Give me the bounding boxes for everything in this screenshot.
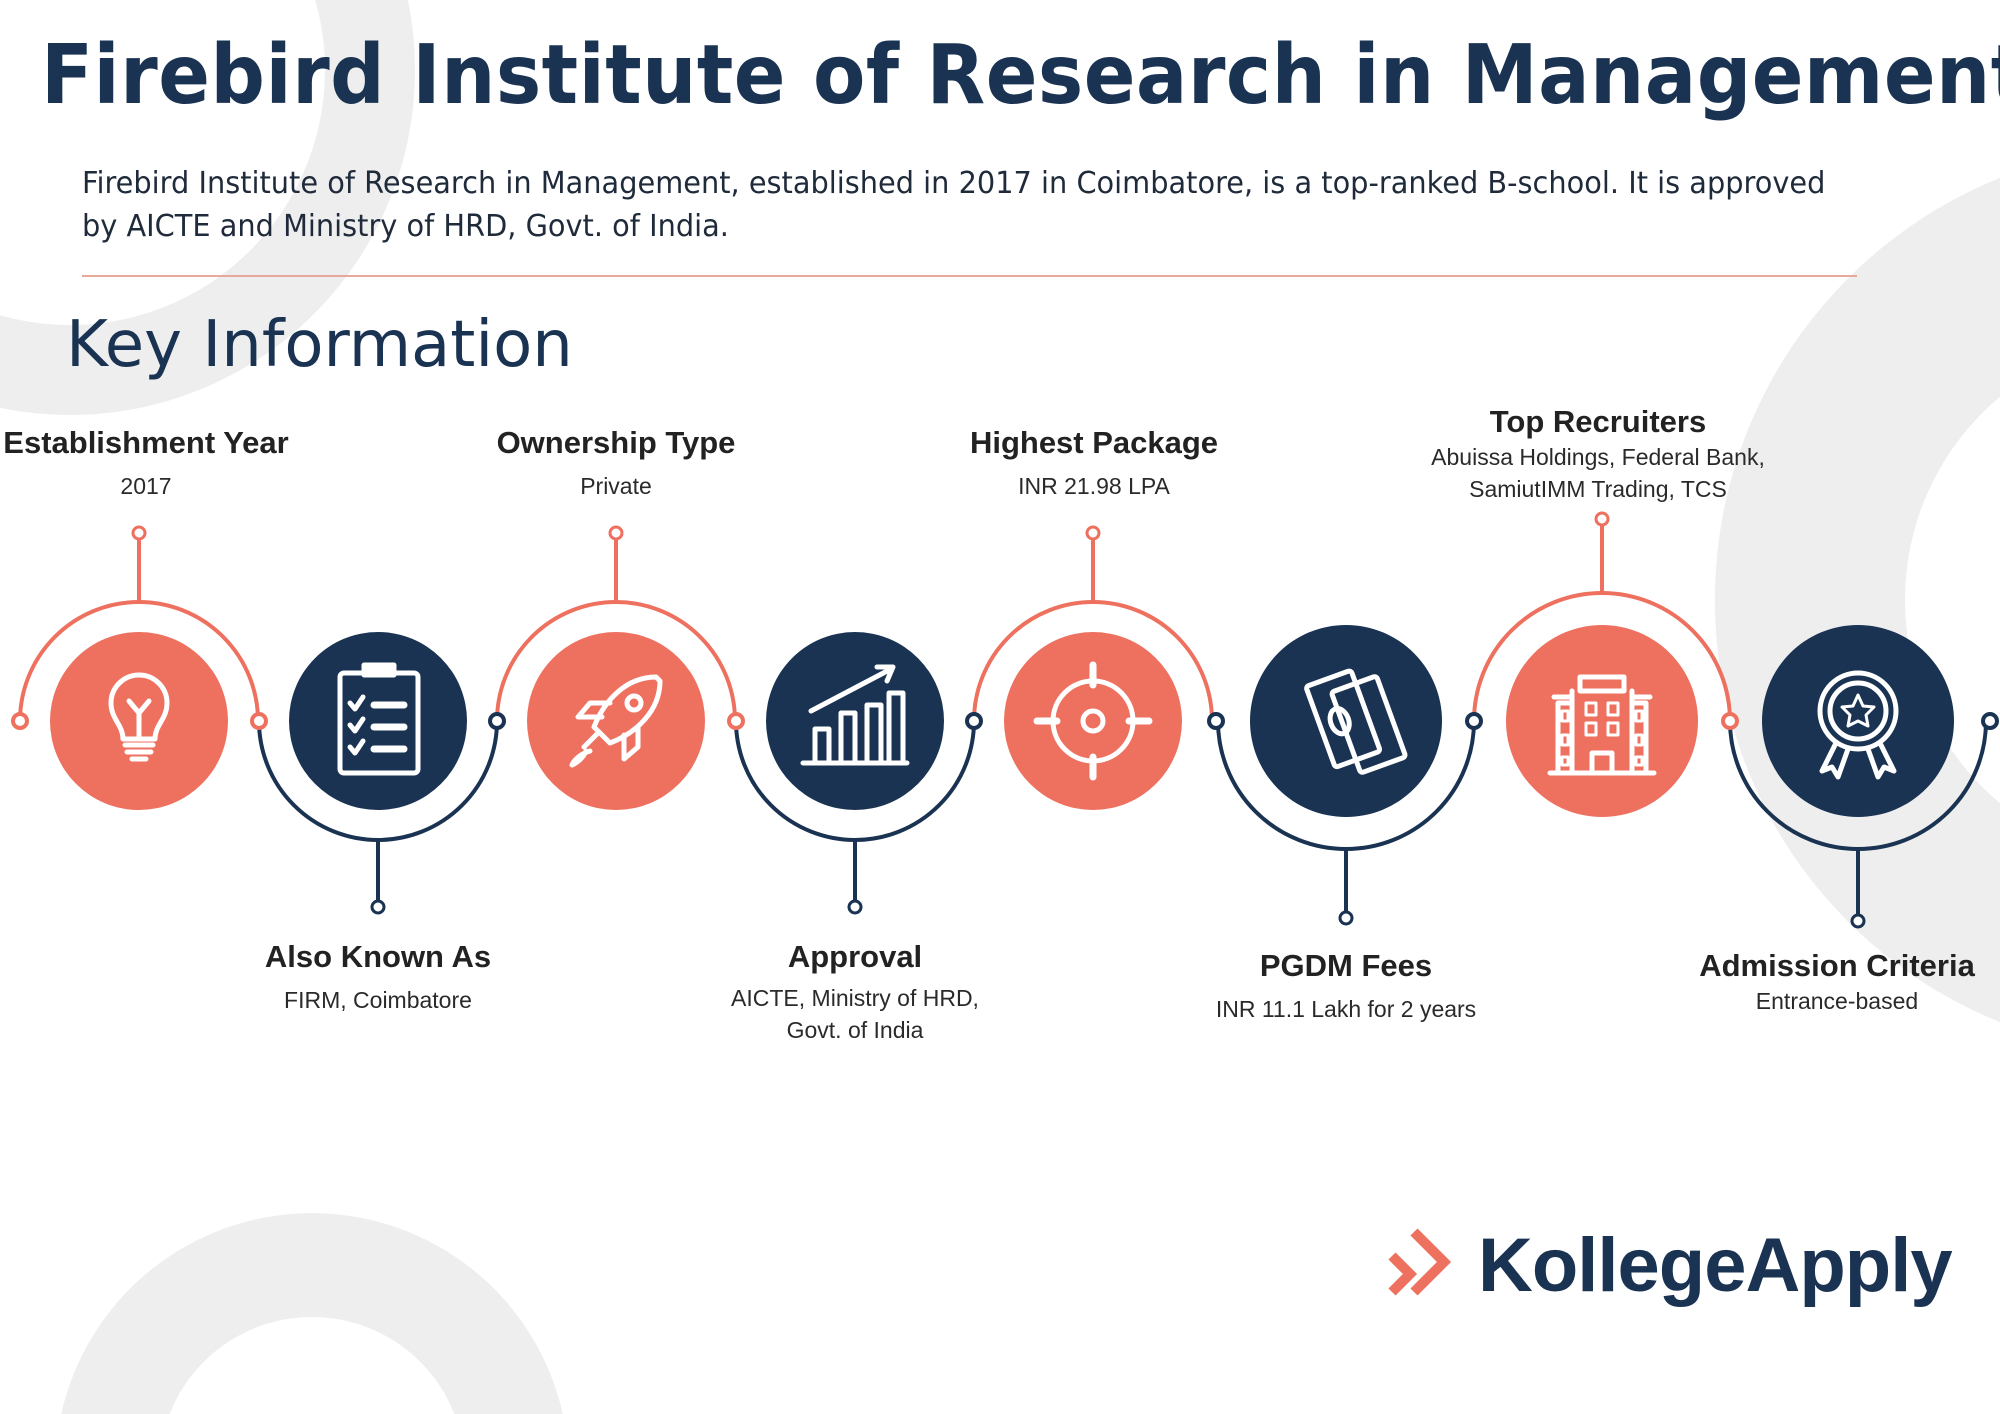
- arc-bottom: [1728, 720, 1988, 851]
- bg-ring-right: [1714, 177, 2000, 1023]
- item-top-recruiters: Top Recruiters Abuissa Holdings, Federal…: [1431, 403, 1765, 505]
- rocket-icon: [569, 674, 663, 768]
- item-value: FIRM, Coimbatore: [284, 987, 472, 1013]
- description: Firebird Institute of Research in Manage…: [82, 166, 1826, 244]
- target-icon: [1033, 661, 1153, 781]
- icon-circle: [1004, 632, 1182, 810]
- award-badge-icon: [1817, 670, 1899, 780]
- money-bills-icon: [1304, 668, 1408, 775]
- junction-node: [1981, 712, 1999, 730]
- junction-node: [1721, 712, 1739, 730]
- item-title: Establishment Year: [3, 425, 289, 460]
- kollegeapply-logo: KollegeApply: [1384, 1223, 1953, 1308]
- connector-node: [1338, 910, 1354, 926]
- divider: [82, 275, 1857, 277]
- item-title: Approval: [787, 939, 923, 974]
- item-ownership-type: Ownership Type Private: [497, 424, 736, 502]
- icon-circle: [289, 632, 467, 810]
- item-admission-criteria: Admission Criteria Entrance-based: [1699, 947, 1975, 1017]
- page-title: Firebird Institute of Research in Manage…: [41, 28, 2000, 123]
- item-value: Entrance-based: [1755, 988, 1919, 1014]
- chevron-logo-icon: [1388, 1228, 1452, 1296]
- item-title: PGDM Fees: [1259, 948, 1433, 983]
- connector-node: [131, 525, 147, 541]
- arc-top: [1472, 591, 1732, 722]
- connector-node: [370, 899, 386, 915]
- junction-node: [1465, 712, 1483, 730]
- connector-node: [1594, 511, 1610, 527]
- clipboard-checklist-icon: [337, 662, 421, 776]
- logo-text: KollegeApply: [1478, 1223, 1953, 1308]
- junction-node: [250, 712, 268, 730]
- arc-bottom: [1216, 720, 1476, 851]
- junction-node: [488, 712, 506, 730]
- item-value-line: AICTE, Ministry of HRD,: [731, 985, 979, 1011]
- item-value: INR 21.98 LPA: [1018, 473, 1170, 499]
- icon-circle: [1506, 625, 1698, 817]
- item-value: 2017: [120, 473, 172, 499]
- junction-node: [1207, 712, 1225, 730]
- item-title: Top Recruiters: [1489, 404, 1707, 439]
- junction-node: [965, 712, 983, 730]
- bg-ring-bottom-left: [61, 1213, 563, 1414]
- item-title: Highest Package: [969, 425, 1219, 460]
- icon-circle: [527, 632, 705, 810]
- item-title: Ownership Type: [496, 425, 736, 460]
- item-value-line: Govt. of India: [786, 1017, 924, 1043]
- item-establishment-year: Establishment Year 2017: [3, 424, 288, 502]
- item-title: Also Known As: [264, 939, 492, 974]
- junction-node: [11, 712, 29, 730]
- bg-ring-top-left: [0, 0, 415, 415]
- item-value-line: Abuissa Holdings, Federal Bank,: [1431, 444, 1765, 470]
- lightbulb-icon: [108, 672, 170, 762]
- item-value: Private: [580, 473, 652, 499]
- item-also-known-as: Also Known As FIRM, Coimbatore: [265, 938, 491, 1016]
- connector-node: [847, 899, 863, 915]
- bar-chart-growth-icon: [800, 664, 910, 766]
- connector-node: [1850, 913, 1866, 929]
- connector-node: [608, 525, 624, 541]
- junction-node: [727, 712, 745, 730]
- connector-node: [1085, 525, 1101, 541]
- item-approval: Approval AICTE, Ministry of HRD, Govt. o…: [731, 938, 979, 1046]
- item-value-line: SamiutIMM Trading, TCS: [1469, 476, 1727, 502]
- item-value: INR 11.1 Lakh for 2 years: [1215, 996, 1477, 1022]
- item-pgdm-fees: PGDM Fees INR 11.1 Lakh for 2 years: [1216, 947, 1476, 1025]
- building-icon: [1547, 674, 1657, 776]
- section-title: Key Information: [66, 308, 573, 382]
- item-highest-package: Highest Package INR 21.98 LPA: [970, 424, 1218, 502]
- item-title: Admission Criteria: [1699, 948, 1975, 983]
- icon-circle: [1250, 625, 1442, 817]
